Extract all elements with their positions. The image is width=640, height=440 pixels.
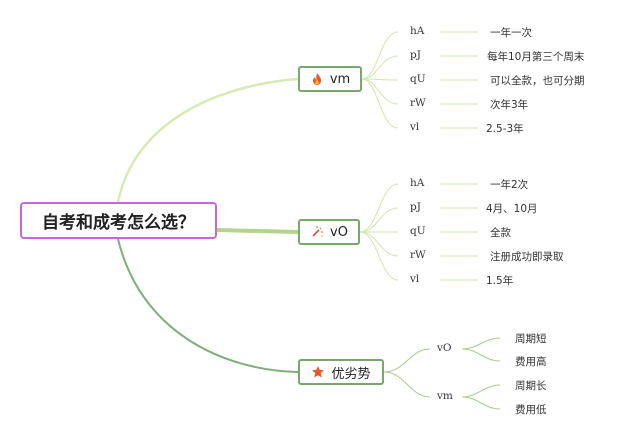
leaf-value: 一年一次	[490, 27, 532, 39]
leaf-key: pJ	[410, 201, 421, 213]
branch-vo-leaf-connectors	[359, 183, 478, 281]
connector-branch-vo	[216, 228, 299, 234]
leaf-value: 2.5-3年	[486, 123, 524, 135]
sparkle-wand-icon	[310, 225, 324, 239]
branch-adv-connectors	[383, 337, 501, 410]
leaf-key: rW	[410, 97, 426, 109]
leaf-value: 注册成功即录取	[490, 251, 564, 263]
leaf-key: hA	[410, 177, 425, 189]
leaf-key: vl	[410, 121, 420, 133]
branch-node-vm[interactable]: vm	[298, 66, 362, 92]
connector-branch-adv	[117, 238, 299, 373]
leaf-value: 一年2次	[490, 179, 529, 191]
group-item: 周期长	[515, 380, 547, 392]
star-icon	[311, 365, 325, 379]
leaf-key: rW	[410, 249, 426, 261]
branch-vm-leaf-connectors	[361, 31, 478, 129]
leaf-key: qU	[410, 73, 426, 85]
leaf-key: qU	[410, 225, 426, 237]
group-label: vO	[437, 342, 452, 354]
central-topic[interactable]: 自考和成考怎么选？	[20, 202, 217, 239]
branch-vm-label: vm	[329, 71, 351, 87]
leaf-value: 4月、10月	[486, 203, 538, 215]
branch-pros-cons-label: 优劣势	[331, 366, 371, 382]
fire-icon	[310, 72, 324, 86]
branch-node-vo[interactable]: vO	[298, 219, 360, 245]
branch-vo-label: vO	[330, 224, 348, 240]
branch-node-pros-cons[interactable]: 优劣势	[298, 359, 384, 385]
group-item: 周期短	[515, 333, 547, 345]
leaf-value: 全款	[490, 227, 511, 239]
leaf-key: hA	[410, 25, 425, 37]
group-item: 费用高	[515, 356, 547, 368]
leaf-value: 次年3年	[490, 99, 529, 111]
leaf-key: pJ	[410, 49, 421, 61]
group-item: 费用低	[515, 404, 547, 416]
group-label: vm	[437, 390, 453, 402]
leaf-value: 每年10月第三个周末	[487, 51, 585, 63]
leaf-key: vl	[410, 273, 420, 285]
leaf-value: 可以全款，也可分期	[490, 75, 585, 87]
central-topic-label: 自考和成考怎么选？	[42, 213, 195, 233]
connector-branch-vm	[116, 77, 299, 203]
leaf-value: 1.5年	[486, 275, 514, 287]
